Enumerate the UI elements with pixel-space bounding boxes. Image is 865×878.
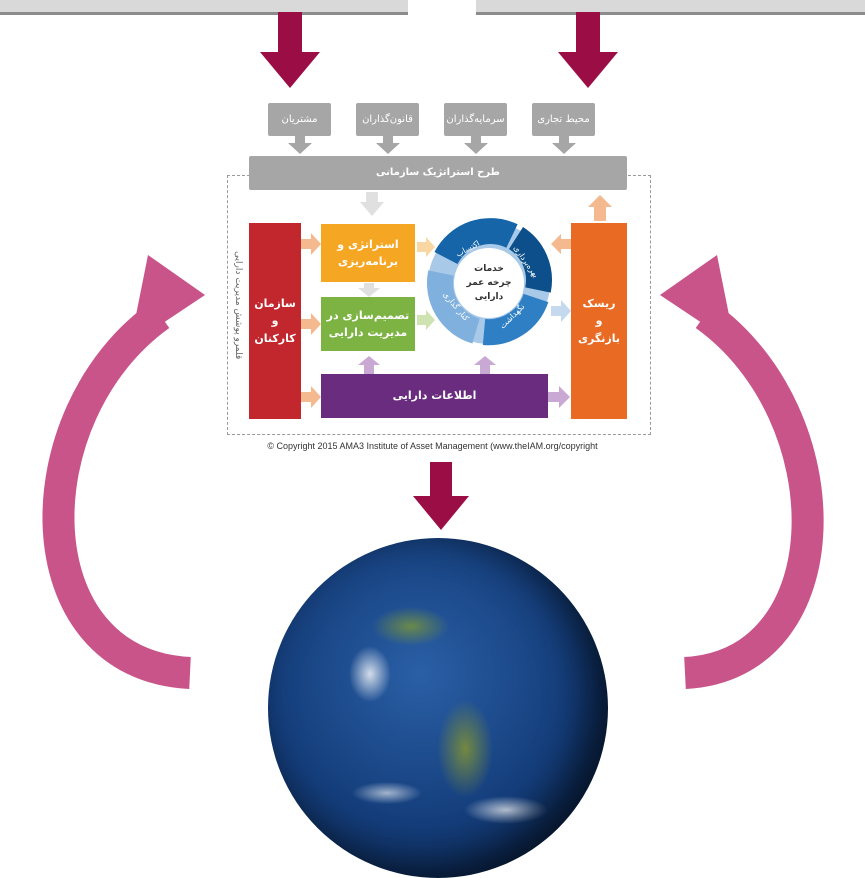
right-arrow-icon [301,386,321,408]
up-arrow-icon [474,356,496,374]
stakeholder-customers: مشتریان [268,103,331,136]
up-arrow-icon [358,356,380,374]
down-arrow-icon [260,12,320,88]
right-arrow-icon [551,300,571,322]
org-label-1: سازمان [254,297,296,311]
decision-making-box: تصمیم‌سازی در مدیریت دارایی [321,297,415,351]
up-arrow-icon [588,195,612,221]
down-arrow-icon [288,136,312,154]
risk-review-box: ریسک و بازنگری [571,223,627,419]
right-arrow-icon [548,386,570,408]
down-arrow-icon [376,136,400,154]
risk-label-3: بازنگری [577,331,621,345]
acquire-segment [434,218,518,265]
dispose-segment [427,270,481,344]
lifecycle-center [455,249,523,317]
operate-segment [508,227,552,293]
maintain-segment [482,293,549,346]
risk-label-1: ریسک [582,297,616,311]
curved-arrow-icon [42,255,205,689]
strategy-label-2: برنامه‌ریزی [337,255,399,268]
globe-image [268,538,608,878]
lifecycle-cycle-diagram: خدمات چرخه عمر دارایی اکتساب بهره‌برداری… [427,218,552,346]
right-arrow-icon [417,310,435,330]
right-arrow-icon [301,233,321,255]
risk-label-2: و [595,314,603,328]
down-arrow-icon [358,283,380,297]
org-label-3: کارکنان [254,331,296,345]
org-label-2: و [271,314,279,328]
strategy-label-1: استراتژی و [337,237,399,251]
strategic-plan-bar: طرح استراتژیک سازمانی [249,156,627,190]
down-arrow-icon [558,12,618,88]
lifecycle-center-line-3: دارایی [475,292,504,302]
stakeholder-business-environment: محیط تجاری [532,103,595,136]
decision-label-2: مدیریت دارایی [328,326,408,339]
top-bar-right [476,0,865,15]
organisation-people-box: سازمان و کارکنان [249,223,301,419]
scope-label: قلمرو پوشش مدیریت دارایی [233,250,243,360]
right-arrow-icon [301,313,321,335]
asset-information-bar: اطلاعات دارایی [321,374,548,418]
strategy-planning-box: استراتژی و برنامه‌ریزی [321,224,415,282]
decision-label-1: تصمیم‌سازی در [326,308,410,322]
copyright-text: © Copyright 2015 AMA3 Institute of Asset… [267,441,598,451]
down-arrow-icon [552,136,576,154]
lifecycle-center-line-2: چرخه عمر [466,278,512,288]
stakeholder-regulators: قانون‌گذاران [356,103,419,136]
right-arrow-icon [417,237,435,257]
top-bar-left [0,0,408,15]
left-arrow-icon [551,234,571,254]
down-arrow-icon [360,192,384,216]
down-arrow-icon [464,136,488,154]
curved-arrow-icon [660,255,824,689]
down-arrow-icon [413,462,469,530]
stakeholder-investors: سرمایه‌گذاران [444,103,507,136]
lifecycle-center-line-1: خدمات [474,264,504,274]
